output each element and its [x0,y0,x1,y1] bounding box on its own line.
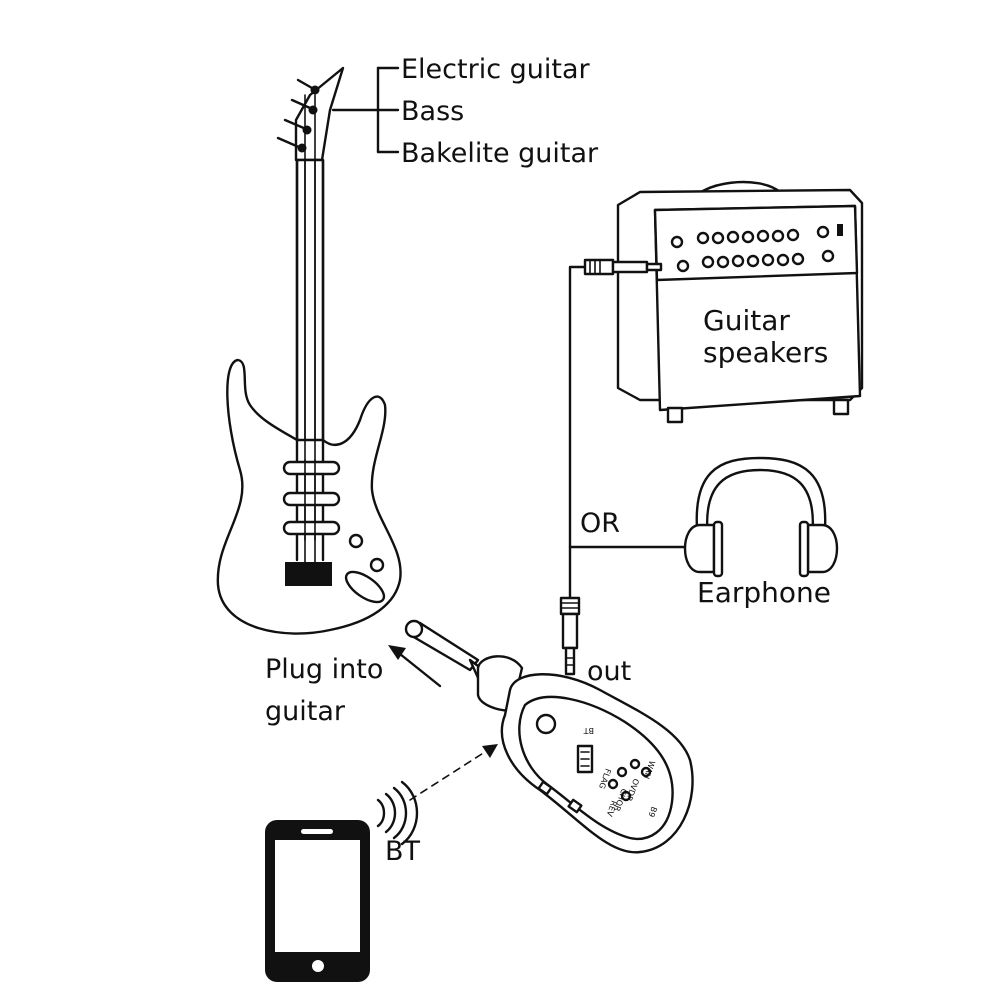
electric-guitar-illustration [216,66,402,635]
amp-label-line2: speakers [703,336,828,369]
guitar-amplifier-illustration [616,180,864,424]
bt-label: BT [385,836,421,867]
plug-label-line2: guitar [265,696,346,727]
amp-label-line1: Guitar [703,304,790,337]
guitar-type-bracket [331,66,400,154]
guitar-type-bass: Bass [401,96,464,127]
smartphone-illustration [265,820,370,982]
plug-into-guitar-arrow [388,645,442,688]
device-bt-mark: BT [584,726,594,735]
amp-knobs [670,224,843,273]
output-cable-plug [559,596,581,676]
earphone-illustration [683,456,839,578]
amp-cable-jack [568,258,663,600]
bluetooth-link-arrow [409,744,498,801]
device-model-label: B9 [647,805,659,818]
or-label: OR [580,508,620,539]
guitar-type-electric: Electric guitar [401,54,591,85]
plug-label-line1: Plug into [265,654,383,685]
guitar-type-bakelite: Bakelite guitar [401,138,599,169]
out-label: out [587,656,631,687]
bridge [285,562,332,586]
earphone-label: Earphone [697,576,831,609]
bluetooth-wave-icon [376,780,419,846]
wireless-transmitter-device [404,619,694,854]
